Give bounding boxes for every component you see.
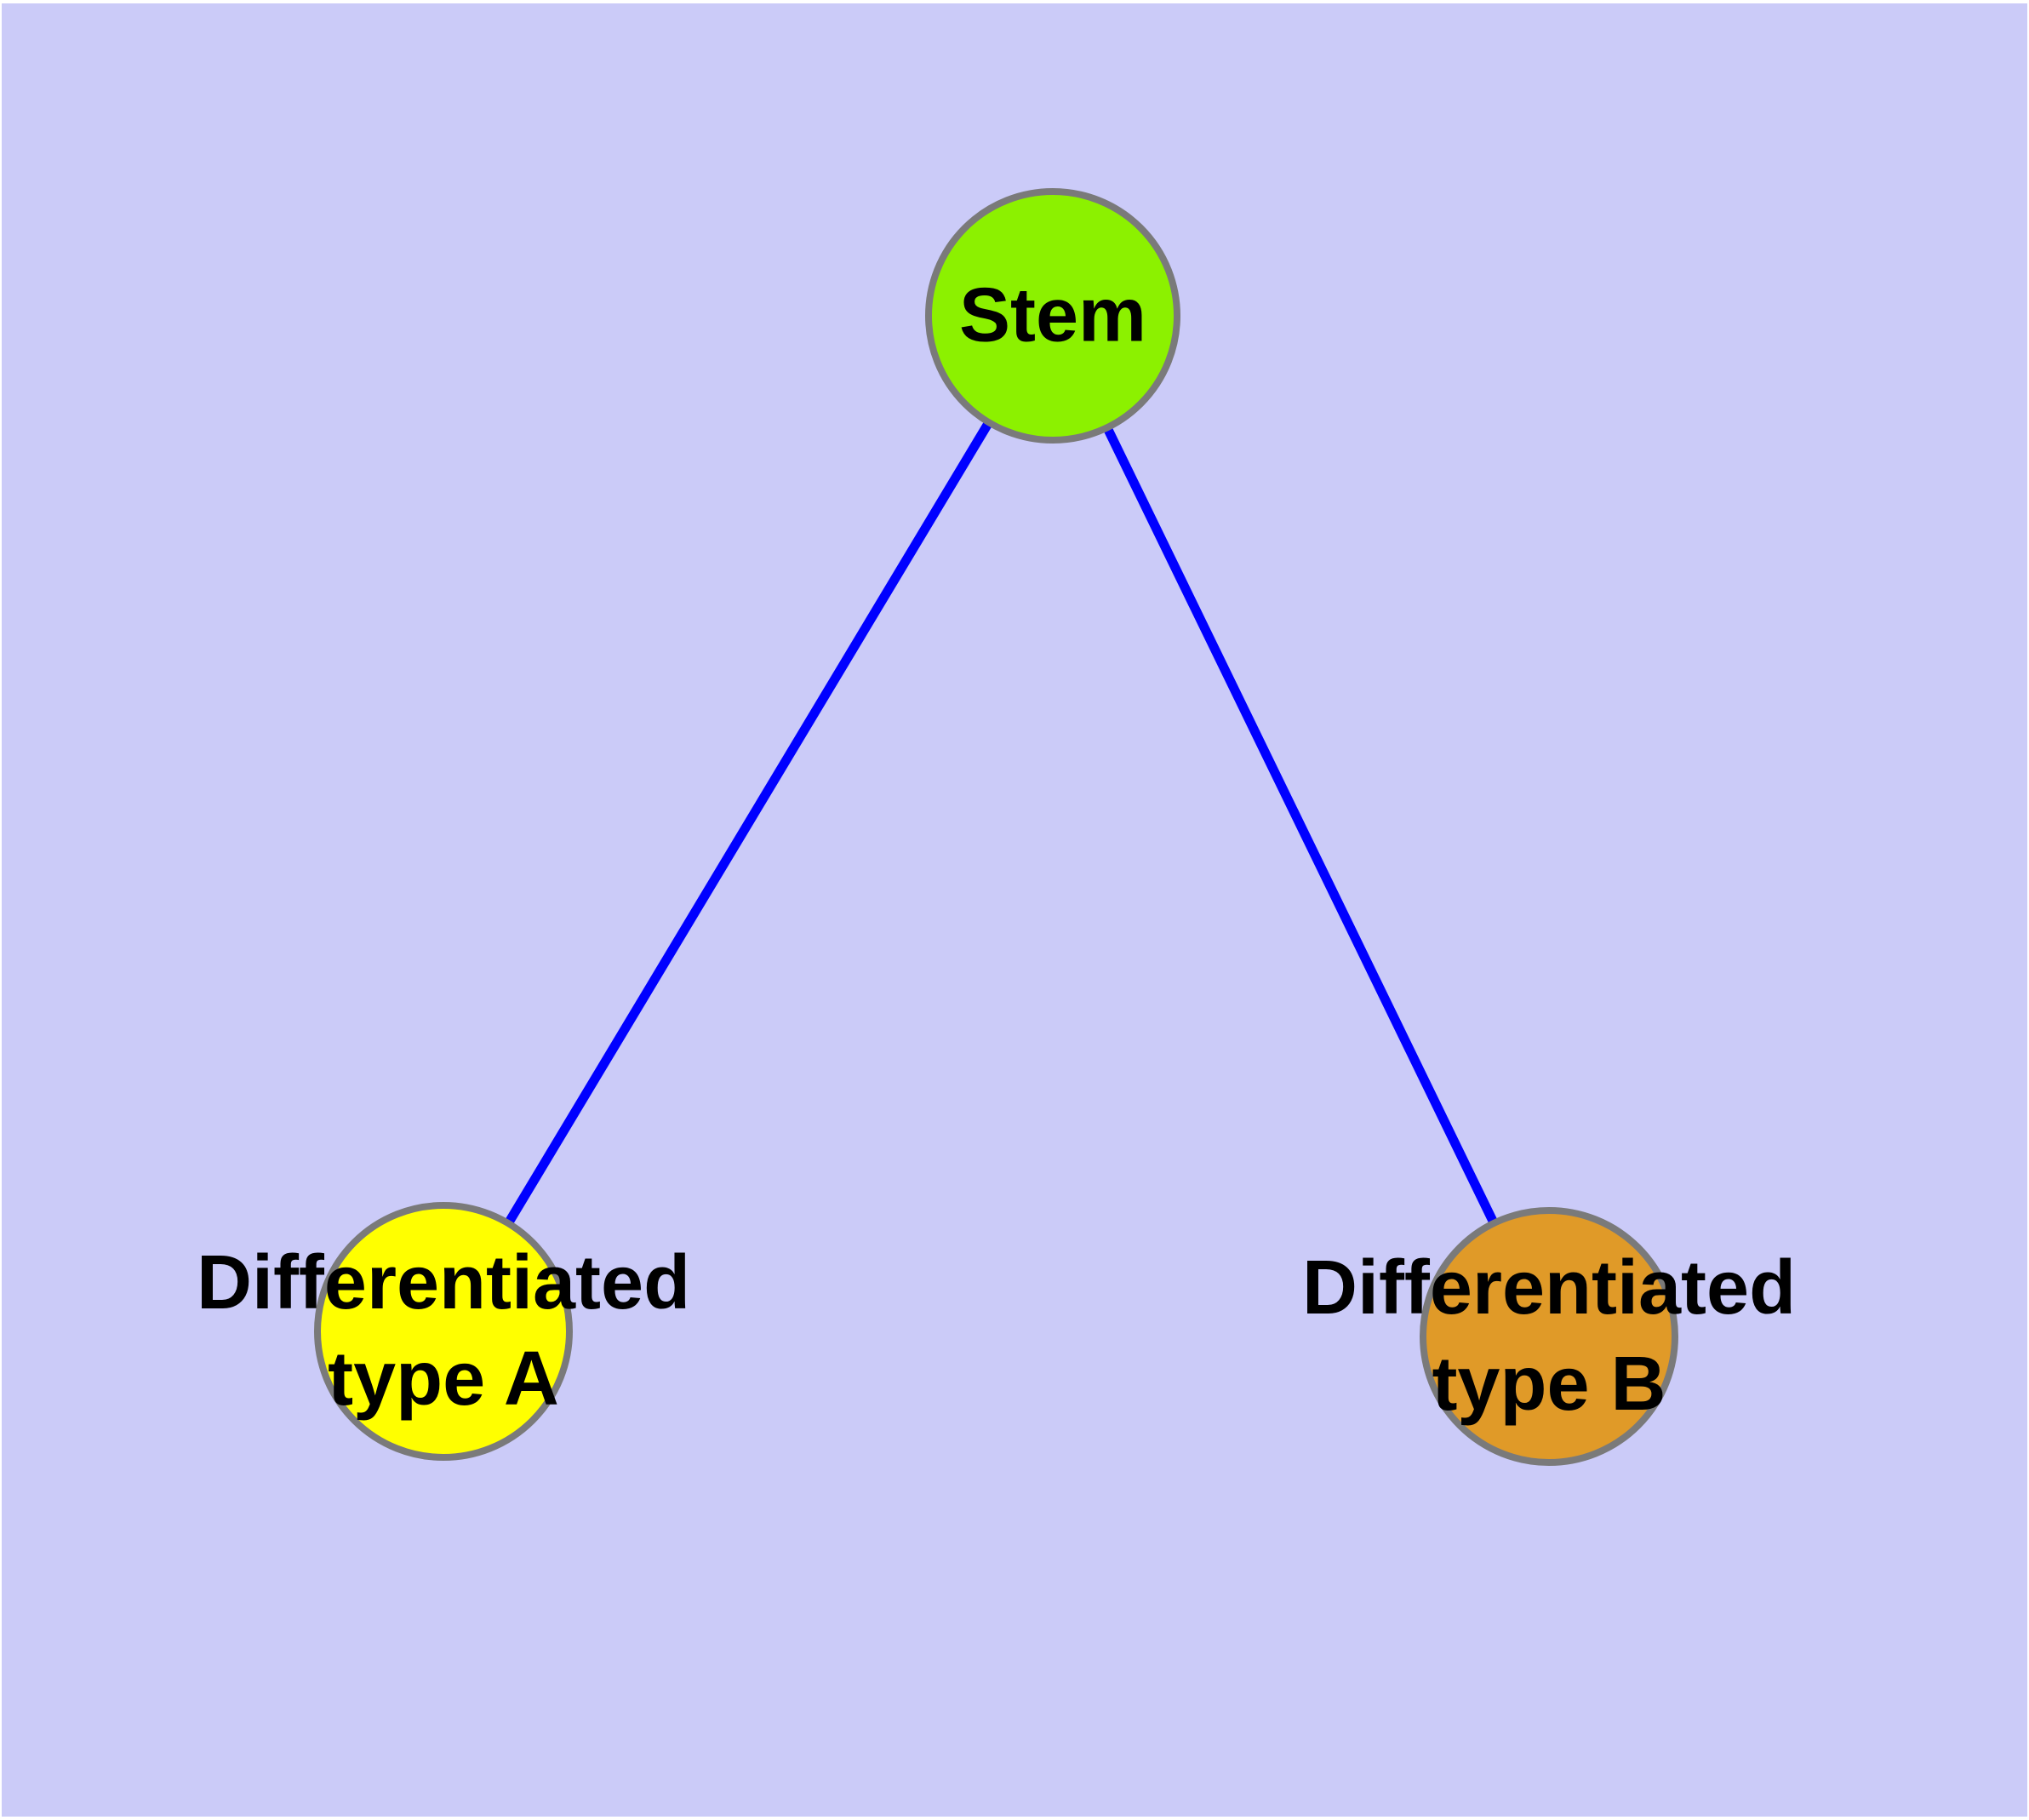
- node-label-type-a: Differentiated type A: [196, 1240, 691, 1422]
- edge-stem-type-a: [439, 313, 1057, 1334]
- edge-stem-type-b: [1049, 313, 1553, 1339]
- node-circle-type-b: [1420, 1207, 1678, 1466]
- node-label-type-b: Differentiated type B: [1301, 1245, 1797, 1427]
- node-circle-stem: [925, 188, 1180, 444]
- node-label-stem: Stem: [958, 272, 1147, 358]
- node-circle-type-a: [314, 1202, 573, 1461]
